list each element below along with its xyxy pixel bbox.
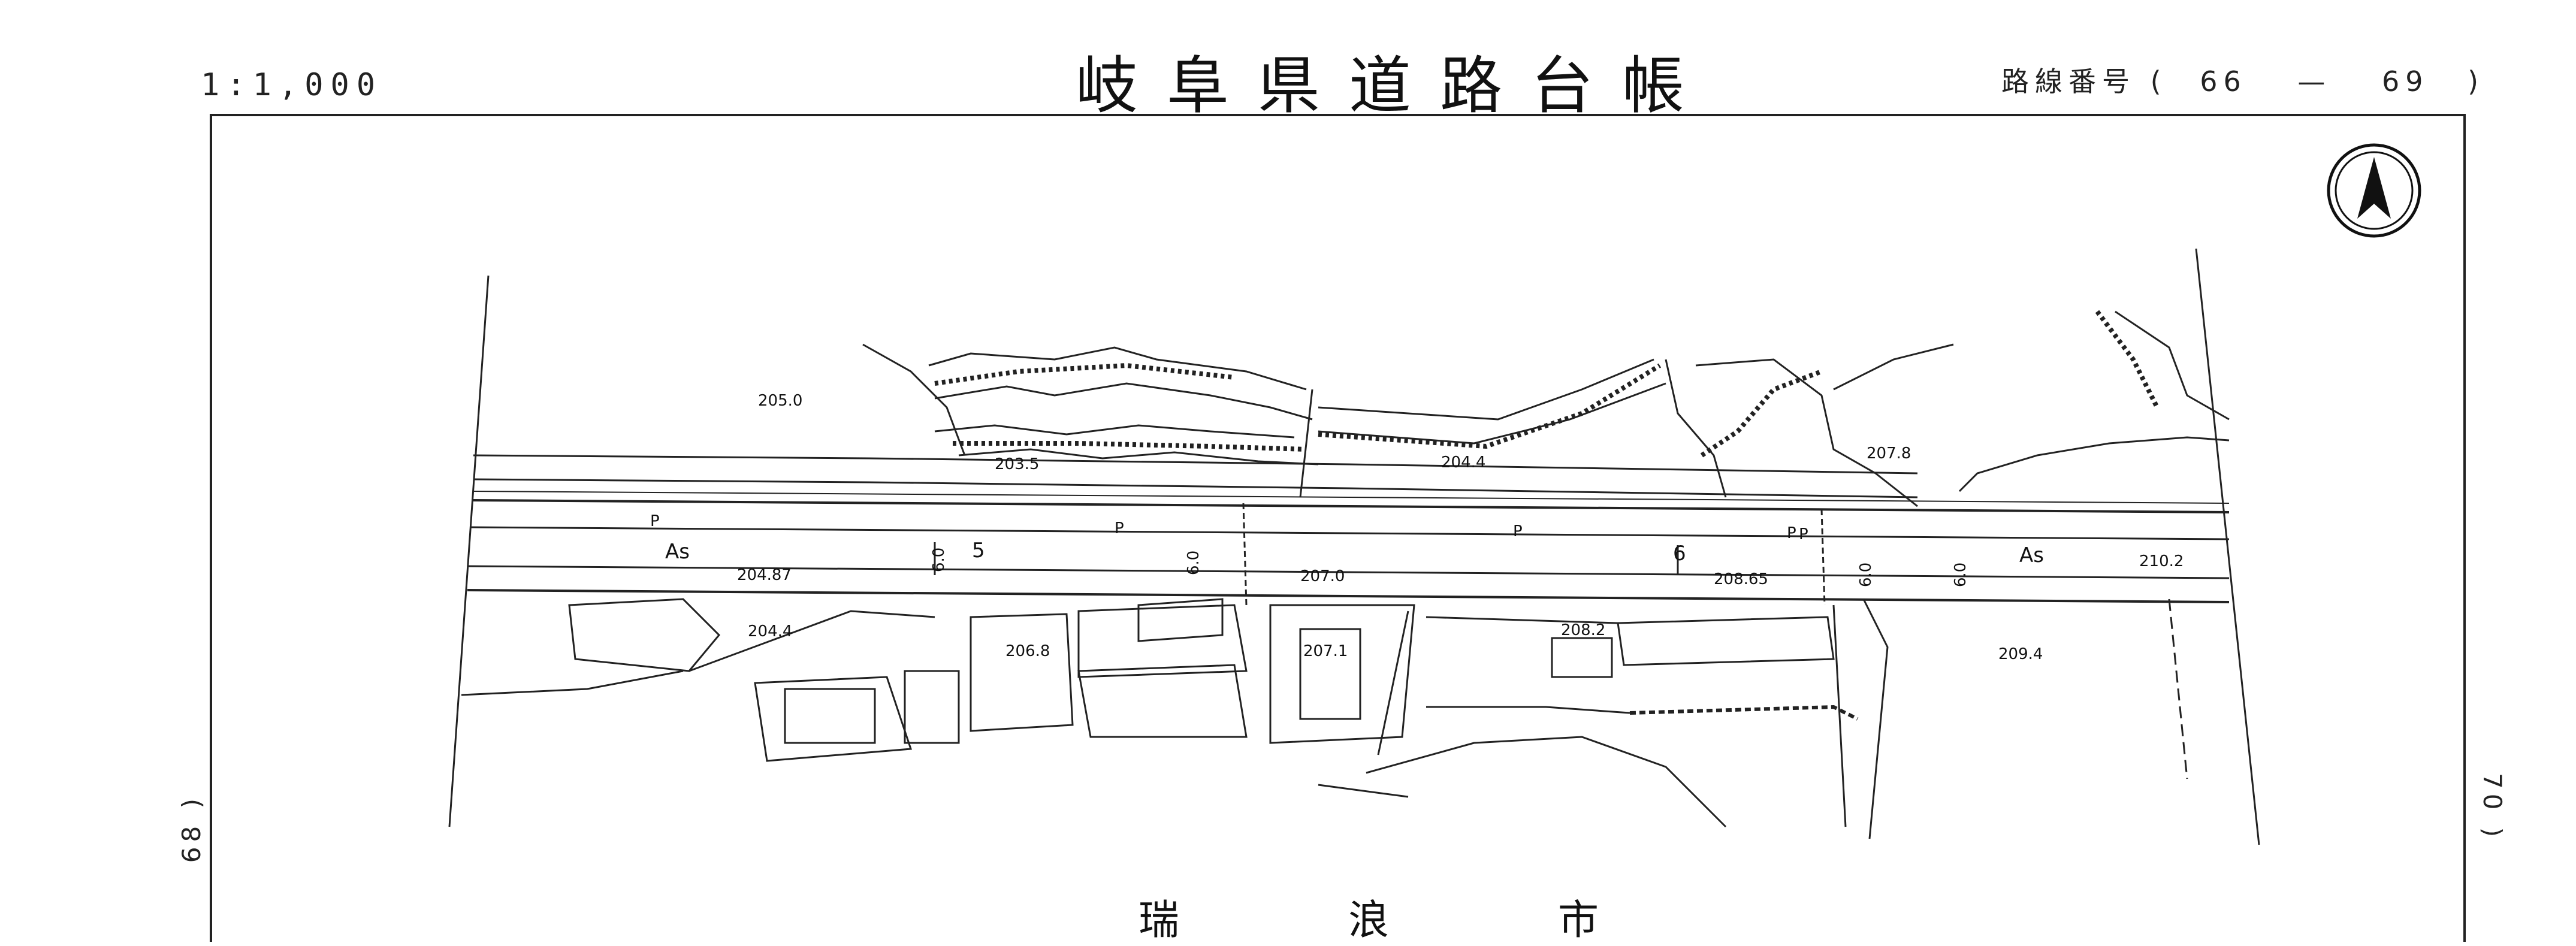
city-char-3: 市 bbox=[1558, 897, 1599, 944]
pole-marker: P bbox=[1787, 524, 1796, 542]
elevation-label: 209.4 bbox=[1998, 645, 2043, 663]
route-dash: — bbox=[2297, 65, 2332, 98]
map-frame bbox=[210, 114, 2466, 942]
pole-marker: P bbox=[1513, 522, 1523, 540]
map-scale: 1:1,000 bbox=[201, 67, 383, 103]
north-arrow-icon bbox=[2327, 143, 2421, 238]
width-label: 6.0 bbox=[930, 548, 948, 572]
page-title: 岐阜県道路台帳 bbox=[1076, 49, 1714, 122]
route-close-paren: ) bbox=[2468, 65, 2485, 98]
station-label: 6 bbox=[1673, 542, 1686, 566]
surface-label: As bbox=[665, 540, 690, 564]
city-char-1: 瑞 bbox=[1138, 897, 1180, 944]
pole-marker: P bbox=[1115, 519, 1124, 537]
width-label: 6.0 bbox=[1857, 563, 1875, 587]
city-char-2: 浪 bbox=[1348, 897, 1390, 944]
route-from: 66 bbox=[2200, 65, 2247, 98]
pole-marker: P bbox=[650, 512, 660, 530]
elevation-label: 206.8 bbox=[1005, 642, 1050, 660]
elevation-label: 207.0 bbox=[1300, 567, 1345, 585]
width-label: 6.0 bbox=[1185, 551, 1203, 575]
elevation-label: 204.87 bbox=[737, 566, 792, 584]
pole-marker: P bbox=[1799, 525, 1808, 543]
route-number: 路線番号 ( 66 — 69 ) bbox=[2001, 60, 2484, 99]
elevation-label: 204.4 bbox=[1441, 454, 1485, 472]
elevation-label: 208.65 bbox=[1714, 570, 1768, 588]
surface-label: As bbox=[2019, 543, 2044, 567]
width-label: 6.0 bbox=[1952, 563, 1970, 587]
station-label: 5 bbox=[972, 539, 985, 563]
adjacent-sheet-right: 70 ) bbox=[2478, 773, 2507, 842]
elevation-label: 210.2 bbox=[2139, 552, 2184, 570]
elevation-label: 203.5 bbox=[995, 455, 1039, 473]
route-prefix: 路線番号 bbox=[2001, 65, 2136, 98]
elevation-label: 208.2 bbox=[1561, 621, 1605, 639]
elevation-label: 207.8 bbox=[1867, 445, 1911, 463]
elevation-label: 204.4 bbox=[748, 622, 792, 640]
route-open-paren: ( bbox=[2150, 65, 2167, 98]
elevation-label: 205.0 bbox=[758, 392, 802, 410]
route-to: 69 bbox=[2382, 65, 2429, 98]
elevation-label: 207.1 bbox=[1303, 642, 1348, 660]
